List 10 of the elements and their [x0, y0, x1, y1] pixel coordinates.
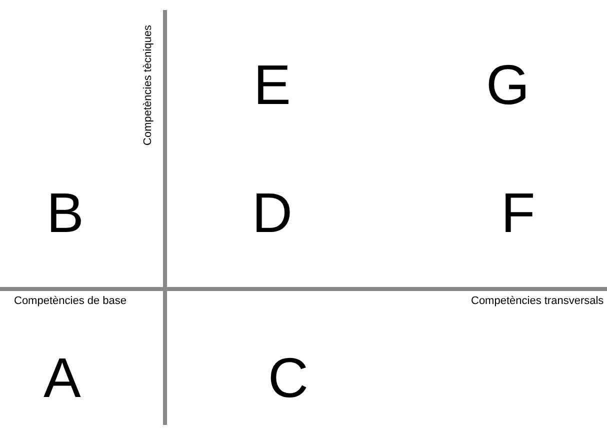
quadrant-letter: E — [254, 57, 291, 113]
quadrant-letter: B — [46, 185, 84, 241]
quadrant-letter: F — [501, 185, 536, 241]
quadrant-letter: D — [252, 185, 292, 241]
axis-title: Competències de base — [14, 296, 127, 306]
axis-title: Competències tècniques — [142, 25, 154, 146]
quadrant-letter: G — [486, 57, 530, 113]
quadrant-letter: A — [44, 350, 81, 406]
quadrant-letter: C — [268, 350, 308, 406]
axis-title: Competències transversals — [471, 296, 604, 306]
